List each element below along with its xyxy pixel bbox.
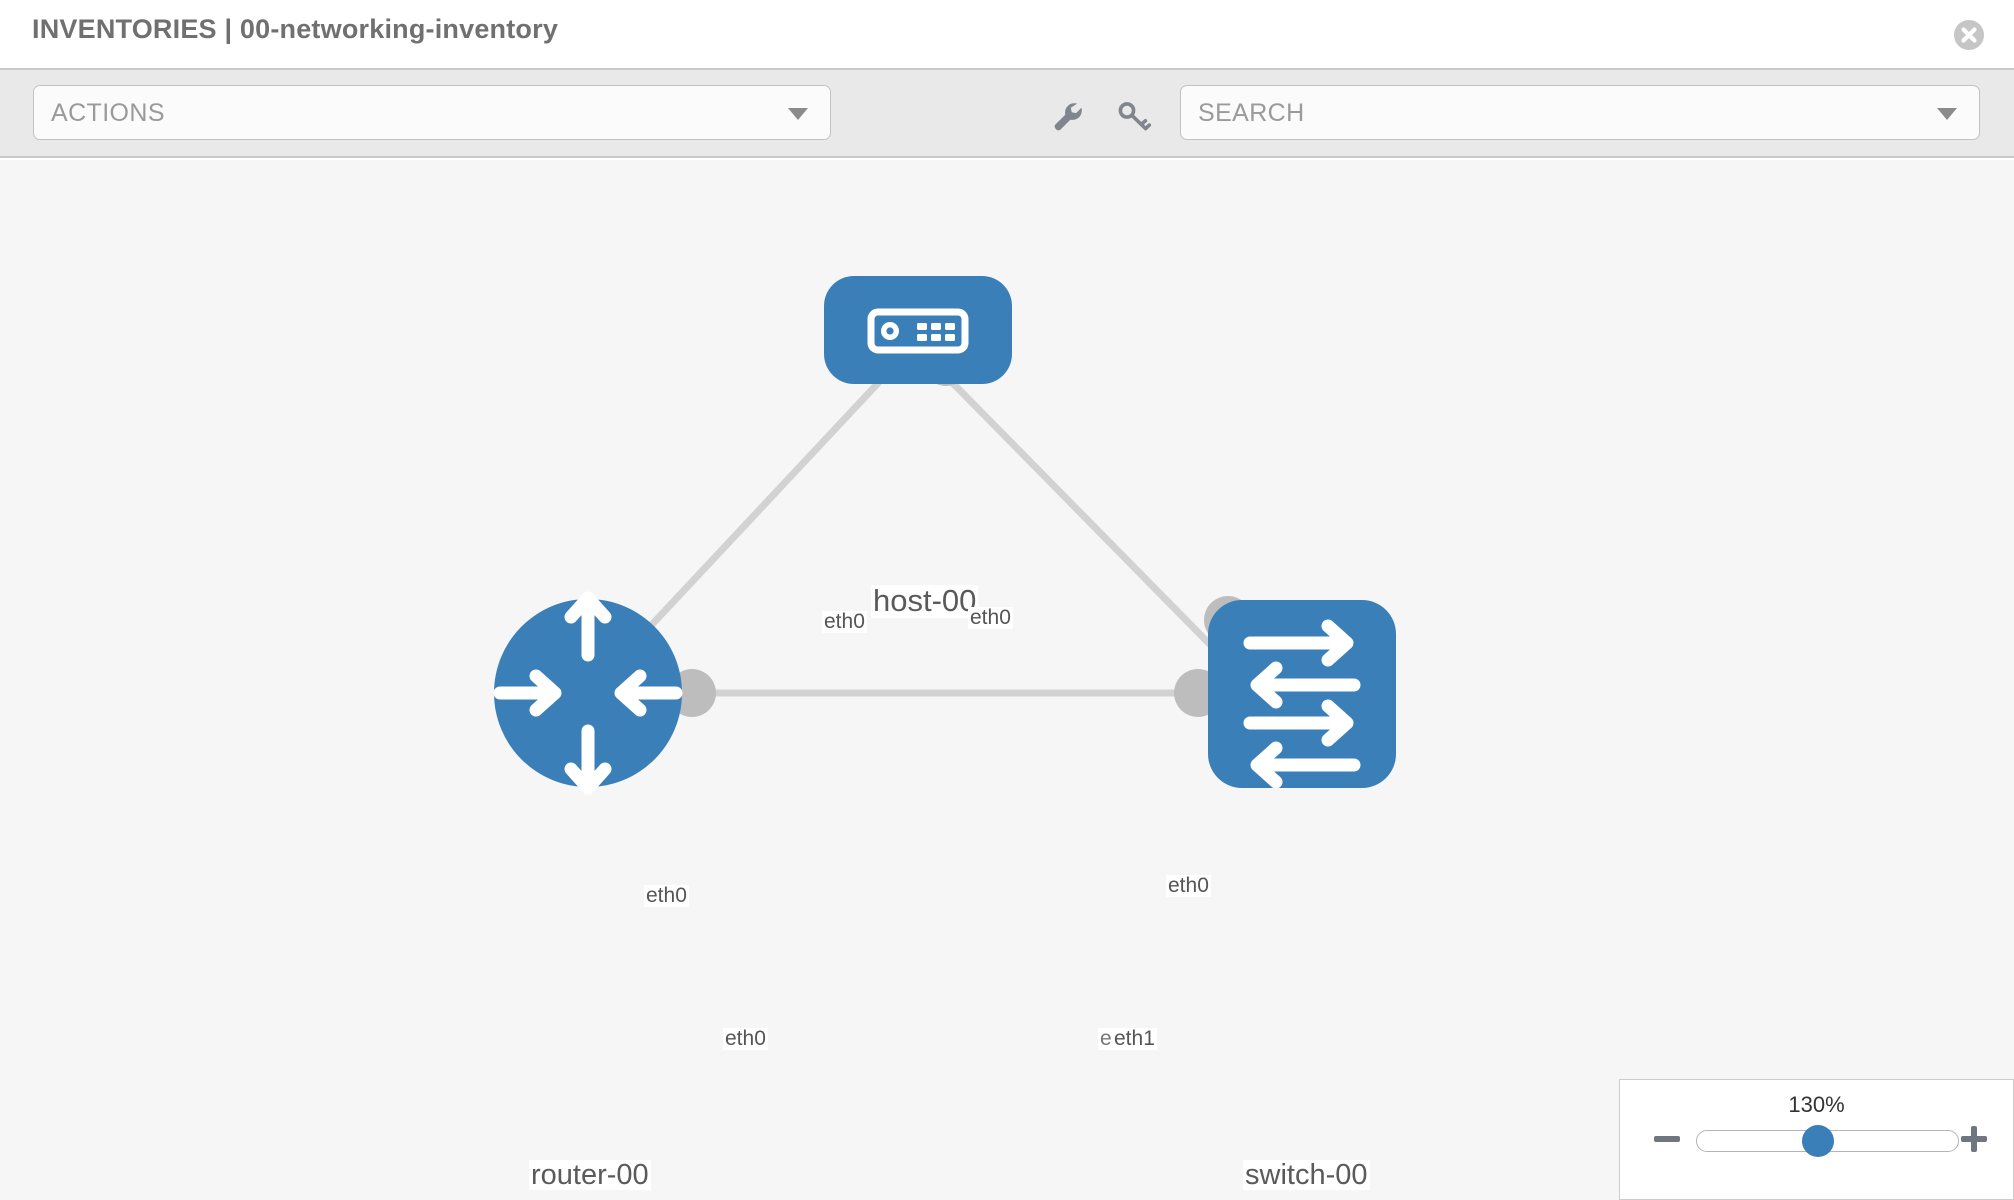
node-switch-00[interactable] [1208,600,1396,789]
wrench-icon[interactable] [1047,96,1087,136]
search-input[interactable]: SEARCH [1180,85,1980,140]
plus-icon[interactable] [1957,1122,1991,1156]
key-icon[interactable] [1113,96,1153,136]
node-label-router-00: router-00 [529,1159,651,1191]
node-label-host-00: host-00 [871,583,979,618]
iface-label-switch-left: eth1 [1112,1027,1157,1051]
iface-label-switch-up: eth0 [1166,874,1211,898]
close-icon[interactable] [1954,20,1984,50]
chevron-down-icon [1937,108,1957,120]
zoom-control-panel: 130% [1619,1079,2014,1200]
link-host-switch [932,362,1248,683]
page-header: INVENTORIES | 00-networking-inventory [0,0,2014,68]
node-host-00[interactable] [824,276,1012,384]
search-placeholder: SEARCH [1198,99,1305,127]
node-label-switch-00: switch-00 [1243,1159,1370,1191]
iface-label-router-up: eth0 [644,884,689,908]
topology-graph [493,276,1396,795]
iface-label-host-left: eth0 [822,610,867,634]
actions-dropdown-label: ACTIONS [51,99,165,127]
actions-dropdown[interactable]: ACTIONS [33,85,831,140]
page-title: INVENTORIES | 00-networking-inventory [32,14,559,44]
topology-canvas[interactable]: host-00 router-00 switch-00 eth0 eth0 et… [0,160,2014,1200]
node-router-00[interactable] [493,591,683,795]
zoom-level-value: 130% [1788,1092,1845,1117]
iface-label-router-right: eth0 [723,1027,768,1051]
minus-icon[interactable] [1650,1122,1684,1156]
chevron-down-icon [788,108,808,120]
iface-label-host-right: eth0 [968,606,1013,630]
toolbar: ACTIONS SEARCH [0,68,2014,158]
zoom-slider-thumb[interactable] [1802,1125,1834,1157]
